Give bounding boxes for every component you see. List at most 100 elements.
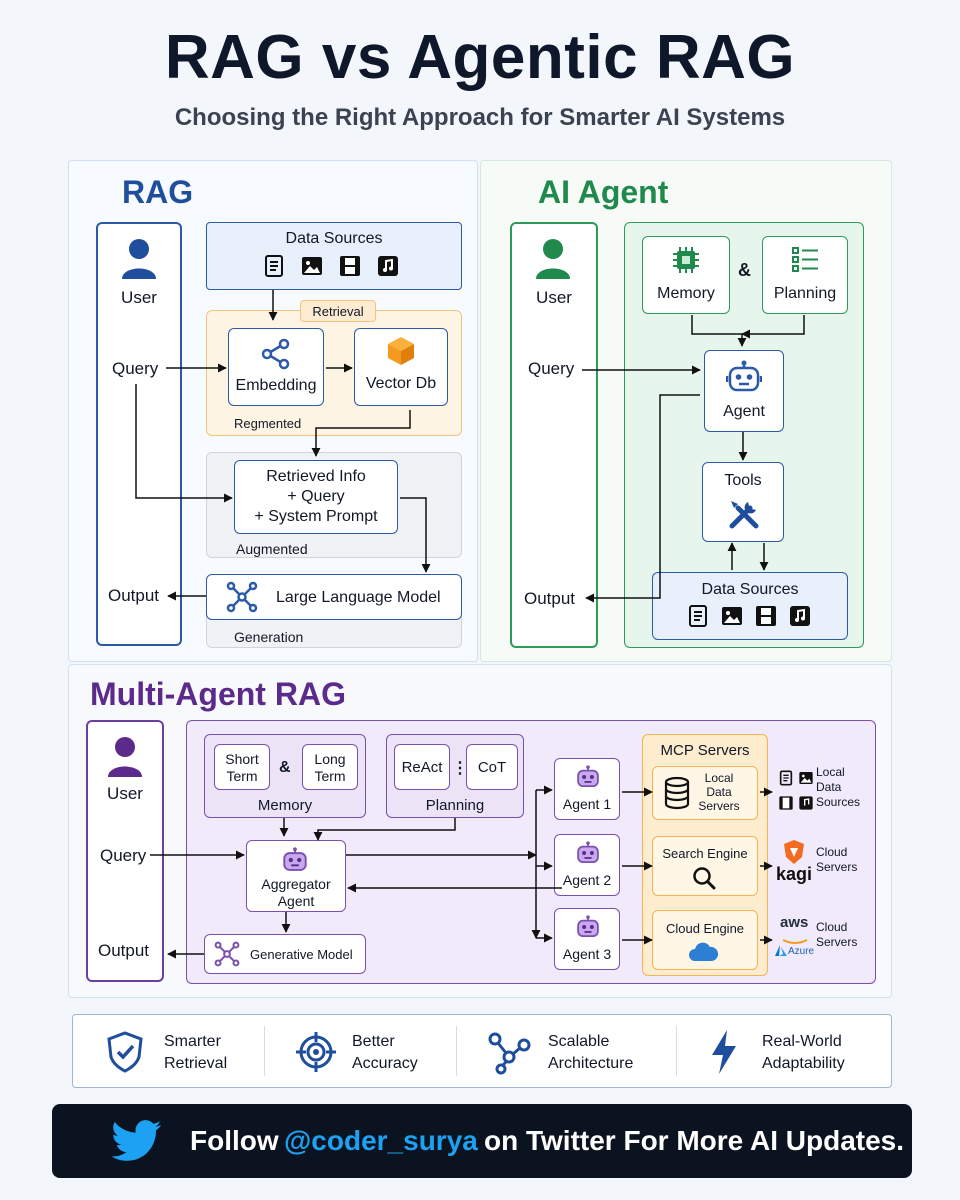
benefit-divider	[676, 1026, 677, 1076]
multi-search-engine-box	[652, 836, 758, 896]
twitter-icon[interactable]	[110, 1118, 164, 1164]
database-icon	[660, 774, 694, 812]
multi-user-column	[86, 720, 164, 982]
multi-react-box	[394, 744, 450, 790]
azure-label: Azure	[788, 946, 815, 957]
multi-cloud-engine-label: Cloud Engine	[665, 921, 745, 936]
multi-colon: ⋮	[452, 760, 468, 777]
agent-memory-label: Memory	[657, 285, 715, 302]
multi-generative-model-label: Generative Model	[250, 947, 353, 962]
agent-title: AI Agent	[538, 174, 669, 210]
ext-local-line1: Local	[816, 765, 845, 779]
multi-long-term-box	[302, 744, 358, 790]
benefit-divider	[264, 1026, 265, 1076]
rag-user-column	[96, 222, 182, 646]
brave-shield-icon	[780, 838, 808, 866]
agent-query-label: Query	[528, 359, 575, 378]
document-icon	[686, 604, 710, 628]
benefit-1-line2: Retrieval	[164, 1055, 228, 1072]
lightning-icon	[706, 1028, 742, 1076]
rag-retrieved-info-label: Retrieved Info	[266, 468, 366, 485]
multi-mcp-label: MCP Servers	[660, 742, 750, 759]
rag-query-label: Query	[112, 359, 159, 378]
page-subtitle: Choosing the Right Approach for Smarter …	[174, 104, 786, 131]
rag-plus-system-prompt-label: + System Prompt	[254, 508, 378, 525]
multi-user-label: User	[107, 784, 143, 803]
film-icon	[754, 604, 778, 628]
rag-embedding-label: Embedding	[235, 377, 317, 394]
agent-output-label: Output	[524, 589, 576, 608]
multi-aggregator-line2: Agent	[277, 893, 315, 909]
multi-short-term-box	[214, 744, 270, 790]
multi-title: Multi-Agent RAG	[90, 676, 346, 712]
rag-augmented-label: Augmented	[236, 541, 308, 557]
rag-retrieval-label: Retrieval	[312, 304, 364, 319]
agent-data-sources-box	[652, 572, 848, 640]
document-icon	[778, 770, 794, 791]
ext-local-line3: Sources	[816, 795, 861, 809]
multi-local-line3: Servers	[698, 799, 740, 813]
checklist-icon	[790, 244, 822, 276]
agent-user-label: User	[536, 288, 572, 307]
multi-short-term-line2: Term	[226, 768, 258, 784]
multi-query-label: Query	[100, 846, 147, 865]
rag-generation-label: Generation	[234, 629, 304, 645]
multi-agent1-label: Agent 1	[562, 796, 612, 812]
magnifier-icon	[690, 864, 718, 892]
rag-title: RAG	[122, 174, 194, 210]
multi-planning-label: Planning	[425, 797, 485, 814]
network-icon	[224, 580, 260, 614]
multi-short-term-line1: Short	[225, 751, 259, 767]
multi-aggregator-box	[246, 840, 346, 912]
agent-planning-label: Planning	[773, 285, 837, 302]
rag-retrieval-tag	[300, 300, 376, 322]
rag-data-sources	[206, 222, 462, 290]
image-icon	[720, 604, 744, 628]
user-icon	[104, 734, 146, 780]
multi-generative-model-box	[204, 934, 366, 974]
rag-output-label: Output	[108, 586, 160, 605]
cloud-icon	[686, 940, 720, 964]
rag-llm-label: Large Language Model	[276, 589, 441, 606]
music-icon	[376, 254, 400, 278]
azure-icon	[774, 944, 788, 958]
benefit-2-line2: Accuracy	[352, 1055, 418, 1072]
multi-search-engine-label: Search Engine	[662, 846, 748, 861]
rag-vector-db-label: Vector Db	[365, 375, 437, 392]
ext-local-line2: Data	[816, 780, 842, 794]
film-icon	[338, 254, 362, 278]
footer-handle[interactable]: @coder_surya	[284, 1125, 478, 1156]
multi-local-line1: Local	[704, 771, 734, 785]
rag-llm-box	[206, 574, 462, 620]
rag-user-label: User	[121, 288, 157, 307]
user-icon	[532, 236, 574, 282]
footer-follow: Follow	[190, 1125, 279, 1156]
music-icon	[788, 604, 812, 628]
ext-local-icons	[778, 770, 814, 810]
multi-output-label: Output	[98, 941, 150, 960]
agent-amp: &	[738, 260, 751, 280]
multi-agent3-label: Agent 3	[562, 946, 612, 962]
rag-data-sources-label: Data Sources	[285, 230, 383, 247]
aws-smile	[782, 932, 808, 944]
ext-cloud-line2: Servers	[816, 860, 858, 874]
robot-icon	[574, 764, 602, 790]
benefit-divider	[456, 1026, 457, 1076]
multi-agent2-label: Agent 2	[562, 872, 612, 888]
ext-cloud-line1: Cloud	[816, 845, 848, 859]
cube-icon	[384, 334, 418, 368]
chip-icon	[670, 244, 702, 276]
multi-local-line2: Data	[706, 785, 732, 799]
rag-embedding-box	[228, 328, 324, 406]
ext-cloud2-line1: Cloud	[816, 920, 848, 934]
film-icon	[778, 795, 794, 816]
target-icon	[294, 1030, 338, 1074]
multi-long-term-line1: Long	[314, 751, 346, 767]
benefit-2-line1: Better	[352, 1033, 395, 1050]
multi-react-label: ReAct	[401, 759, 443, 776]
agent-data-sources-label: Data Sources	[701, 581, 799, 598]
multi-memory-amp: &	[279, 759, 291, 776]
robot-icon	[724, 358, 764, 396]
network-icon	[212, 940, 242, 968]
